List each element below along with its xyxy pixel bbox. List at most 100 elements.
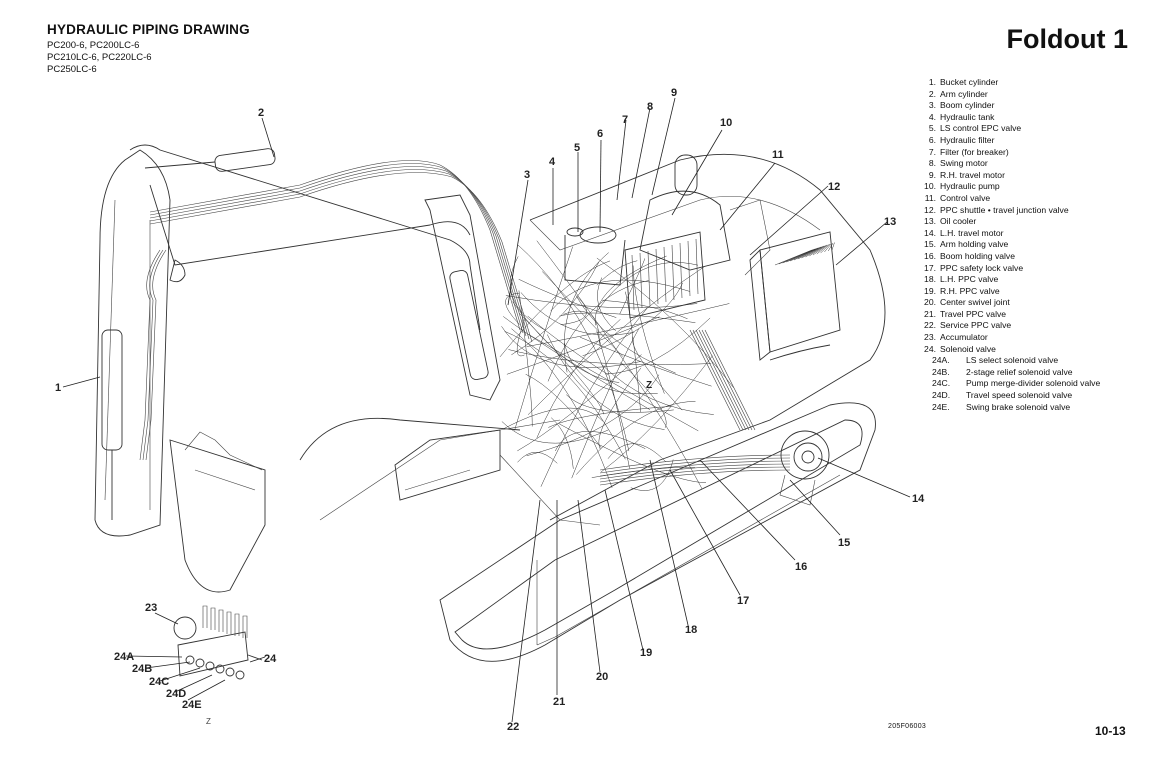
callout-3: 3 bbox=[524, 169, 530, 181]
cooler-fin bbox=[797, 246, 822, 260]
legend-label: Hydraulic filter bbox=[940, 134, 995, 145]
legend-label: L.H. travel motor bbox=[940, 227, 1004, 238]
solenoid-coil bbox=[202, 605, 208, 628]
hose bbox=[536, 240, 703, 489]
legend-number: 24A. bbox=[932, 355, 950, 366]
callout-17: 17 bbox=[737, 595, 749, 607]
hose bbox=[526, 303, 730, 347]
legend-subitem: 24C. Pump merge-divider solenoid valve bbox=[922, 378, 1100, 390]
hose bbox=[599, 460, 791, 477]
legend-label: R.H. travel motor bbox=[940, 169, 1005, 180]
callout-10: 10 bbox=[720, 117, 732, 129]
callout-22: 22 bbox=[507, 721, 519, 733]
hose bbox=[503, 316, 651, 410]
callout-7: 7 bbox=[622, 114, 628, 126]
cooler-fin bbox=[805, 245, 825, 258]
hose bbox=[501, 421, 609, 444]
solenoid-coil bbox=[234, 613, 240, 636]
hose bbox=[554, 431, 646, 452]
hose bbox=[506, 316, 660, 375]
callout-15: 15 bbox=[838, 537, 850, 549]
callout-6: 6 bbox=[597, 128, 603, 140]
pipe-line bbox=[149, 172, 533, 343]
hose bbox=[602, 300, 688, 320]
valve-spool bbox=[655, 248, 659, 305]
legend-label: L.H. PPC valve bbox=[940, 274, 999, 285]
hose bbox=[516, 318, 526, 357]
hose bbox=[520, 292, 635, 336]
legend-item: 22.Service PPC valve bbox=[922, 320, 1100, 332]
legend-label: Solenoid valve bbox=[940, 343, 996, 354]
hose bbox=[571, 328, 639, 479]
legend-number: 20. bbox=[924, 297, 936, 308]
legend-item: 9. R.H. travel motor bbox=[922, 170, 1100, 182]
legend-label: Boom cylinder bbox=[940, 100, 995, 111]
model-line-2: PC210LC-6, PC220LC-6 bbox=[47, 52, 152, 63]
hose bbox=[505, 292, 520, 325]
legend-label: R.H. PPC valve bbox=[940, 285, 1000, 296]
legend-item: 10.Hydraulic pump bbox=[922, 181, 1100, 193]
legend-label: PPC shuttle • travel junction valve bbox=[940, 204, 1069, 215]
upper-frame bbox=[394, 153, 886, 526]
legend-item: 2.Arm cylinder bbox=[922, 89, 1100, 101]
valve-spool bbox=[671, 244, 675, 301]
hose bbox=[526, 374, 660, 457]
hose bbox=[600, 355, 713, 473]
legend-item: 17.PPC safety lock valve bbox=[922, 263, 1100, 275]
legend-label: Boom holding valve bbox=[940, 250, 1016, 261]
bucket bbox=[169, 431, 266, 593]
solenoid-port bbox=[195, 658, 205, 668]
cooler-fin bbox=[812, 244, 828, 256]
legend-number: 16. bbox=[924, 250, 936, 261]
hose bbox=[704, 329, 756, 431]
hose bbox=[632, 265, 665, 394]
solenoid-port bbox=[205, 661, 215, 671]
legend-number: 24C. bbox=[932, 378, 951, 389]
legend-number: 1. bbox=[928, 77, 936, 87]
legend-number: 24E. bbox=[932, 401, 950, 412]
legend-number: 6. bbox=[928, 134, 936, 145]
hose bbox=[508, 349, 712, 365]
legend-label: Hydraulic tank bbox=[940, 111, 995, 122]
legend-label: LS control EPC valve bbox=[940, 123, 1022, 134]
legend-label: Pump merge-divider solenoid valve bbox=[966, 378, 1101, 389]
cooler-fin bbox=[827, 242, 834, 252]
callout-24a: 24A bbox=[114, 651, 134, 663]
hose bbox=[499, 260, 611, 358]
callout-18: 18 bbox=[685, 624, 697, 636]
hose bbox=[563, 310, 600, 346]
cooler-fin bbox=[816, 244, 829, 255]
control-valve bbox=[624, 231, 706, 319]
solenoid-port bbox=[235, 670, 245, 680]
hose bbox=[527, 333, 699, 432]
callout-11: 11 bbox=[772, 149, 784, 161]
legend-number: 11. bbox=[924, 192, 936, 203]
pipe-line bbox=[149, 166, 527, 337]
valve-spool bbox=[647, 250, 651, 307]
hose bbox=[559, 312, 696, 323]
hose bbox=[599, 454, 791, 471]
view-z-marker: Z bbox=[646, 380, 652, 391]
drawing-title: HYDRAULIC PIPING DRAWING bbox=[47, 22, 250, 37]
page-number: 10-13 bbox=[1095, 724, 1126, 738]
legend-label: Swing brake solenoid valve bbox=[966, 401, 1071, 412]
legend-label: PPC safety lock valve bbox=[940, 262, 1024, 273]
hose bbox=[504, 331, 626, 460]
legend-label: Oil cooler bbox=[940, 216, 977, 227]
pump-engine bbox=[639, 154, 771, 276]
legend-number: 9. bbox=[928, 169, 936, 180]
arm bbox=[94, 149, 171, 537]
hose bbox=[547, 280, 649, 382]
hose bbox=[620, 361, 667, 428]
legend-number: 21. bbox=[924, 308, 936, 319]
legend-item: 23.Accumulator bbox=[922, 332, 1100, 344]
cooler-fin bbox=[793, 247, 820, 261]
hydraulic-tank bbox=[564, 226, 626, 286]
callout-4: 4 bbox=[549, 156, 556, 168]
hose bbox=[525, 373, 602, 448]
callout-5: 5 bbox=[574, 142, 580, 154]
valve-spool bbox=[631, 254, 635, 311]
hose bbox=[701, 329, 753, 431]
hose bbox=[598, 367, 642, 450]
